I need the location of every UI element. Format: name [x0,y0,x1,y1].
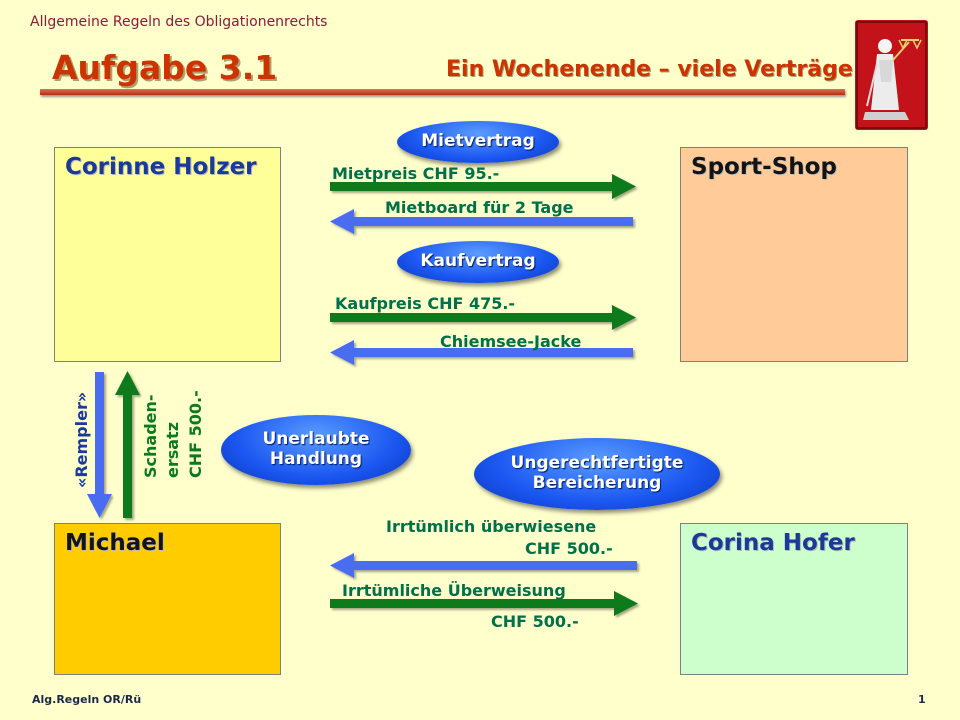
contract-label: Kaufvertrag [420,251,536,272]
label-kaufpreis: Kaufpreis CHF 475.- [335,294,516,313]
party-box-sport-shop: Sport-Shop [680,147,908,362]
footer-course: Alg.Regeln OR/Rü [32,693,142,706]
title-divider [40,89,845,95]
contract-badge-bereicherung: Ungerechtfertigte Bereicherung [474,438,720,510]
party-box-corinne-holzer: Corinne Holzer [54,147,281,362]
contract-label-line2: Bereicherung [532,473,662,493]
label-ueberweisung-line2: CHF 500.- [491,612,579,631]
party-label: Corinne Holzer [65,154,257,180]
label-rempler: «Rempler» [72,391,91,488]
party-box-corina-hofer: Corina Hofer [680,523,908,675]
party-box-michael: Michael [54,523,281,675]
contract-badge-unerlaubte-handlung: Unerlaubte Handlung [221,415,411,485]
label-rueckerstattung-line1: Irrtümlich überwiesene [386,517,597,536]
page-subtitle: Ein Wochenende – viele Verträge [446,57,853,82]
label-mietpreis: Mietpreis CHF 95.- [332,164,500,183]
label-jacke: Chiemsee-Jacke [440,332,582,351]
subject-title: Allgemeine Regeln des Obligationenrechts [30,14,328,30]
arrow-rempler [87,372,112,518]
contract-label-line1: Ungerechtfertigte [510,453,684,474]
page-title: Aufgabe 3.1 [52,48,278,87]
contract-badge-mietvertrag: Mietvertrag [397,121,559,163]
label-schadenersatz-line2: ersatz [163,421,182,478]
contract-label-line1: Unerlaubte [262,429,370,450]
contract-badge-kaufvertrag: Kaufvertrag [397,241,559,283]
arrow-schadenersatz [115,371,140,518]
arrow-ueberweisung [330,591,638,616]
arrow-mietboard [330,209,633,234]
party-label: Corina Hofer [691,530,855,556]
label-mietboard: Mietboard für 2 Tage [385,198,574,217]
party-label: Sport-Shop [691,154,837,180]
justitia-logo-icon [855,20,928,130]
label-rueckerstattung-line2: CHF 500.- [525,539,613,558]
contract-label-line2: Handlung [269,449,363,469]
label-ueberweisung-line1: Irrtümliche Überweisung [342,581,566,600]
arrow-kaufpreis [330,305,636,330]
page-number: 1 [918,693,926,706]
contract-label: Mietvertrag [421,131,535,152]
party-label: Michael [65,530,165,556]
label-schadenersatz-line1: Schaden- [141,394,160,478]
label-schadenersatz-line3: CHF 500.- [186,390,205,478]
arrow-jacke [330,340,633,365]
arrow-mietpreis [330,174,636,199]
arrow-rueckerstattung [330,553,637,578]
